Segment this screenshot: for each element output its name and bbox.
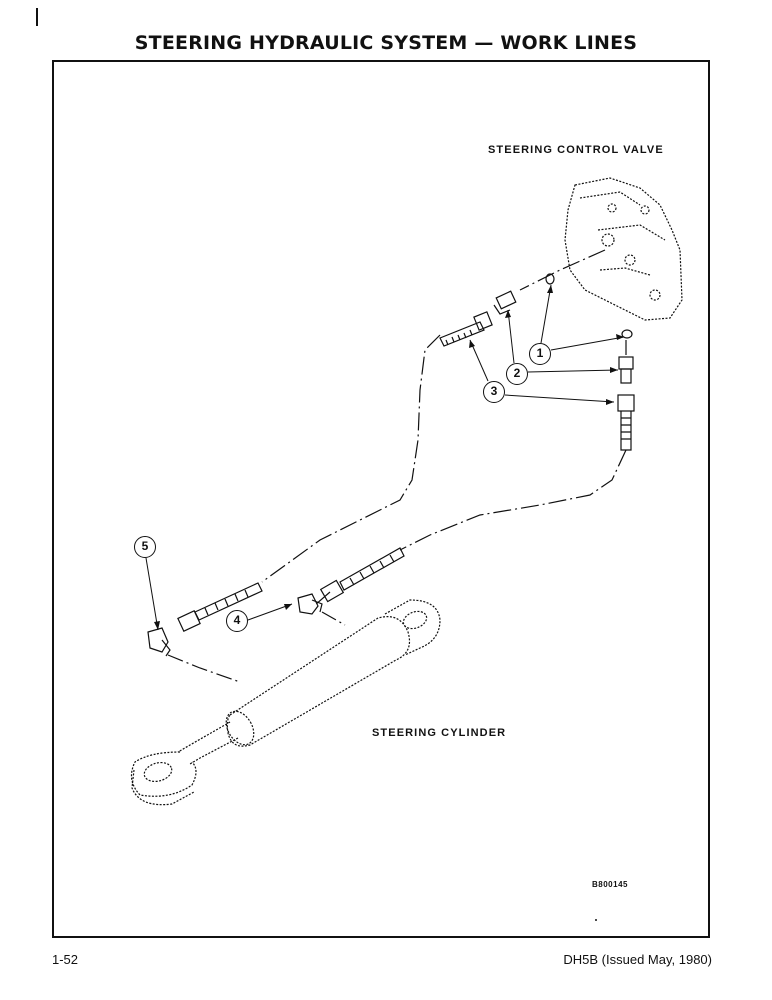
page-title: STEERING HYDRAULIC SYSTEM — WORK LINES bbox=[134, 32, 638, 54]
adapter-upper bbox=[493, 290, 517, 315]
steering-cylinder bbox=[130, 599, 441, 806]
page-number: 1-52 bbox=[52, 952, 79, 967]
hose-end-lower bbox=[617, 394, 635, 451]
work-line-cylinder-right bbox=[321, 611, 346, 626]
callout-leaders bbox=[145, 284, 625, 631]
steering-control-valve-label: STEERING CONTROL VALVE bbox=[488, 144, 664, 156]
callout-5: 5 bbox=[134, 536, 156, 558]
work-line-upper bbox=[261, 249, 606, 583]
issue-info: DH5B (Issued May, 1980) bbox=[563, 952, 712, 967]
callout-1: 1 bbox=[529, 343, 551, 365]
hose-end-upper bbox=[439, 311, 493, 347]
o-ring-fitting-lower bbox=[621, 329, 633, 339]
callout-4: 4 bbox=[226, 610, 248, 632]
hose-left bbox=[177, 582, 263, 632]
steering-cylinder-label: STEERING CYLINDER bbox=[372, 727, 507, 739]
hose-right bbox=[319, 547, 405, 603]
elbow-fitting-5 bbox=[147, 627, 171, 657]
o-ring-fitting-upper bbox=[545, 273, 555, 285]
illustration-frame bbox=[52, 60, 710, 938]
drawing-code: B800145 bbox=[592, 880, 628, 889]
adapter-lower bbox=[618, 356, 634, 384]
work-line-cylinder-left bbox=[167, 654, 241, 683]
callout-3: 3 bbox=[483, 381, 505, 403]
speck bbox=[595, 919, 597, 921]
arrowheads bbox=[154, 285, 624, 630]
elbow-fitting-4 bbox=[297, 593, 323, 615]
callout-2: 2 bbox=[506, 363, 528, 385]
steering-control-valve bbox=[564, 177, 683, 321]
margin-mark bbox=[36, 8, 38, 26]
work-line-lower bbox=[314, 340, 627, 606]
